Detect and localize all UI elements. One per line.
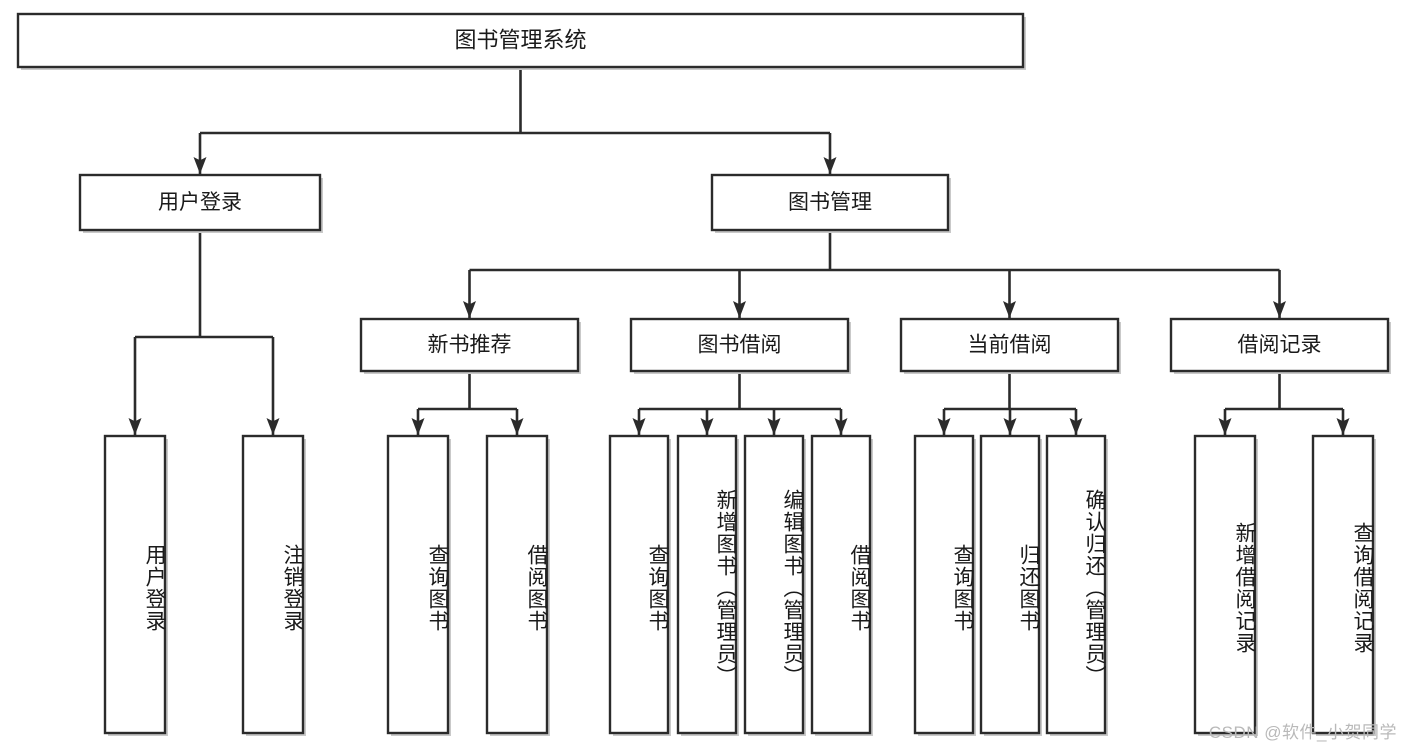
node-borrow-book-action[interactable] xyxy=(810,434,873,736)
watermark-text: CSDN @软件_小贺同学 xyxy=(1208,723,1397,742)
node-user-login-action[interactable] xyxy=(103,434,168,736)
arrow-head xyxy=(1336,418,1350,435)
arrow-head xyxy=(1069,418,1083,435)
node-book-management[interactable]: 图书管理 xyxy=(710,173,951,233)
arrow-head xyxy=(411,418,425,435)
node-edit-book-admin[interactable] xyxy=(743,434,806,736)
arrow-head xyxy=(700,418,714,435)
node-add-borrow-record[interactable] xyxy=(1193,434,1258,736)
node-borrow-book-rec[interactable] xyxy=(485,434,550,736)
arrow-head xyxy=(937,418,951,435)
node-query-book-rec[interactable] xyxy=(386,434,451,736)
node-book-borrow[interactable]: 图书借阅 xyxy=(629,317,851,374)
arrow-head xyxy=(193,157,207,174)
node-root[interactable]: 图书管理系统 xyxy=(16,12,1026,70)
node-current-borrow[interactable]: 当前借阅 xyxy=(899,317,1121,374)
node-label-book-management: 图书管理 xyxy=(788,191,872,214)
node-confirm-return-admin[interactable] xyxy=(1045,434,1108,736)
arrow-head xyxy=(1273,301,1286,318)
arrow-head xyxy=(463,301,476,318)
node-label-book-borrow: 图书借阅 xyxy=(698,334,782,357)
node-label-borrow-records: 借阅记录 xyxy=(1238,334,1322,357)
node-user-logout-action[interactable] xyxy=(241,434,306,736)
connector-layer xyxy=(128,67,1350,435)
arrow-head xyxy=(1003,301,1016,318)
node-label-current-borrow: 当前借阅 xyxy=(968,334,1052,357)
node-label-new-book-recommend: 新书推荐 xyxy=(428,334,512,357)
arrow-head xyxy=(733,301,746,318)
node-label-user-login: 用户登录 xyxy=(158,191,242,214)
arrow-head xyxy=(128,418,142,435)
node-label-root: 图书管理系统 xyxy=(454,27,586,52)
arrow-head xyxy=(767,418,781,435)
arrow-head xyxy=(266,418,280,435)
arrow-head xyxy=(1218,418,1232,435)
arrow-head xyxy=(823,157,837,174)
arrow-head xyxy=(1003,418,1017,435)
arrow-head xyxy=(632,418,646,435)
node-query-book-current[interactable] xyxy=(913,434,976,736)
node-new-book-recommend[interactable]: 新书推荐 xyxy=(359,317,581,374)
arrow-head xyxy=(834,418,848,435)
node-query-book-borrow[interactable] xyxy=(608,434,671,736)
node-borrow-records[interactable]: 借阅记录 xyxy=(1169,317,1391,374)
node-user-login[interactable]: 用户登录 xyxy=(78,173,323,233)
node-add-book-admin[interactable] xyxy=(676,434,739,736)
node-query-borrow-record[interactable] xyxy=(1311,434,1376,736)
arrow-head xyxy=(510,418,524,435)
node-return-book[interactable] xyxy=(979,434,1042,736)
